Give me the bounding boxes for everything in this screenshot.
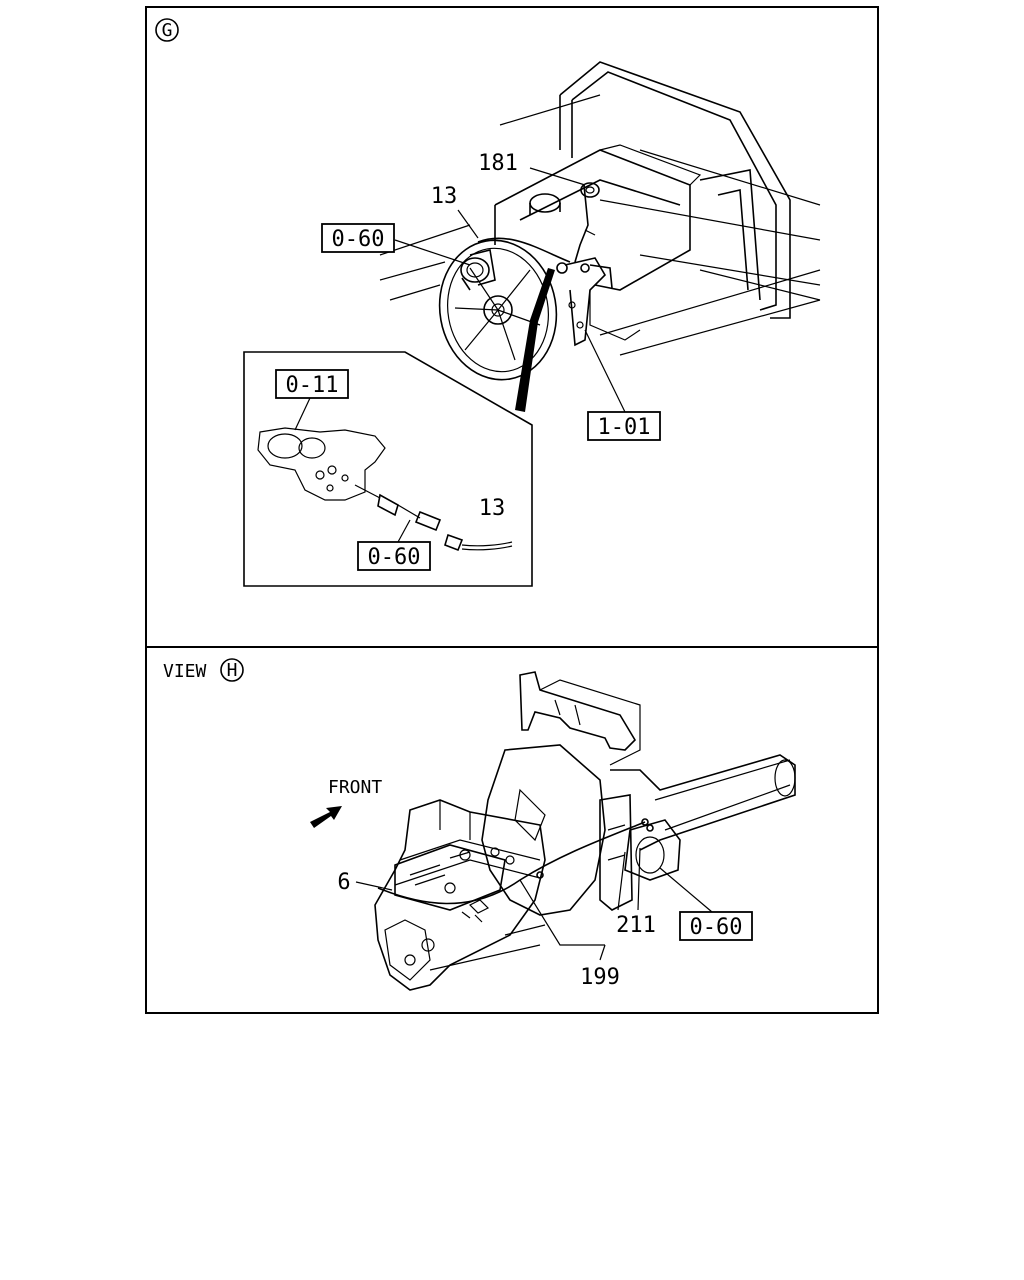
nut-181-drawing (580, 182, 600, 198)
label-211: 211 (616, 913, 656, 938)
leaders-panel-g (294, 167, 626, 543)
harness-wire-drawing (477, 184, 596, 263)
zoom-callout-pointer (515, 268, 555, 412)
label-box-0-60-h (679, 911, 753, 941)
inset-detail (243, 351, 533, 587)
label-1-01: 1-01 (598, 415, 651, 440)
view-h-marker: H (220, 658, 244, 682)
label-181: 181 (478, 151, 518, 176)
label-0-60-top: 0-60 (332, 227, 385, 252)
label-6: 6 (337, 870, 350, 895)
label-0-11: 0-11 (286, 373, 339, 398)
engine-fan-drawing (438, 239, 558, 381)
sensor-pulley-drawing (460, 249, 496, 291)
view-h-title: VIEW (163, 661, 207, 682)
front-direction-label: FRONT (328, 777, 382, 798)
label-13-inset: 13 (479, 496, 506, 521)
leaders-panel-h (355, 847, 713, 961)
label-0-60-h: 0-60 (690, 915, 743, 940)
bracket-drawing (556, 257, 613, 347)
label-13-top: 13 (431, 184, 458, 209)
view-g-marker-letter: G (162, 20, 173, 41)
view-g-marker: G (155, 18, 179, 42)
view-h-marker-letter: H (227, 660, 238, 681)
label-box-1-01 (587, 411, 661, 441)
front-arrow-icon (310, 806, 342, 828)
transmission-drawing (374, 671, 796, 991)
panel-view-h (145, 646, 879, 1014)
panel-view-g (145, 6, 879, 648)
frame-rail-drawing (499, 61, 821, 319)
engine-block-drawing (379, 144, 821, 356)
label-199: 199 (580, 965, 620, 990)
label-0-60-inset: 0-60 (368, 545, 421, 570)
label-box-0-11 (275, 369, 349, 399)
label-box-0-60-top (321, 223, 395, 253)
label-box-0-60-inset (357, 541, 431, 571)
